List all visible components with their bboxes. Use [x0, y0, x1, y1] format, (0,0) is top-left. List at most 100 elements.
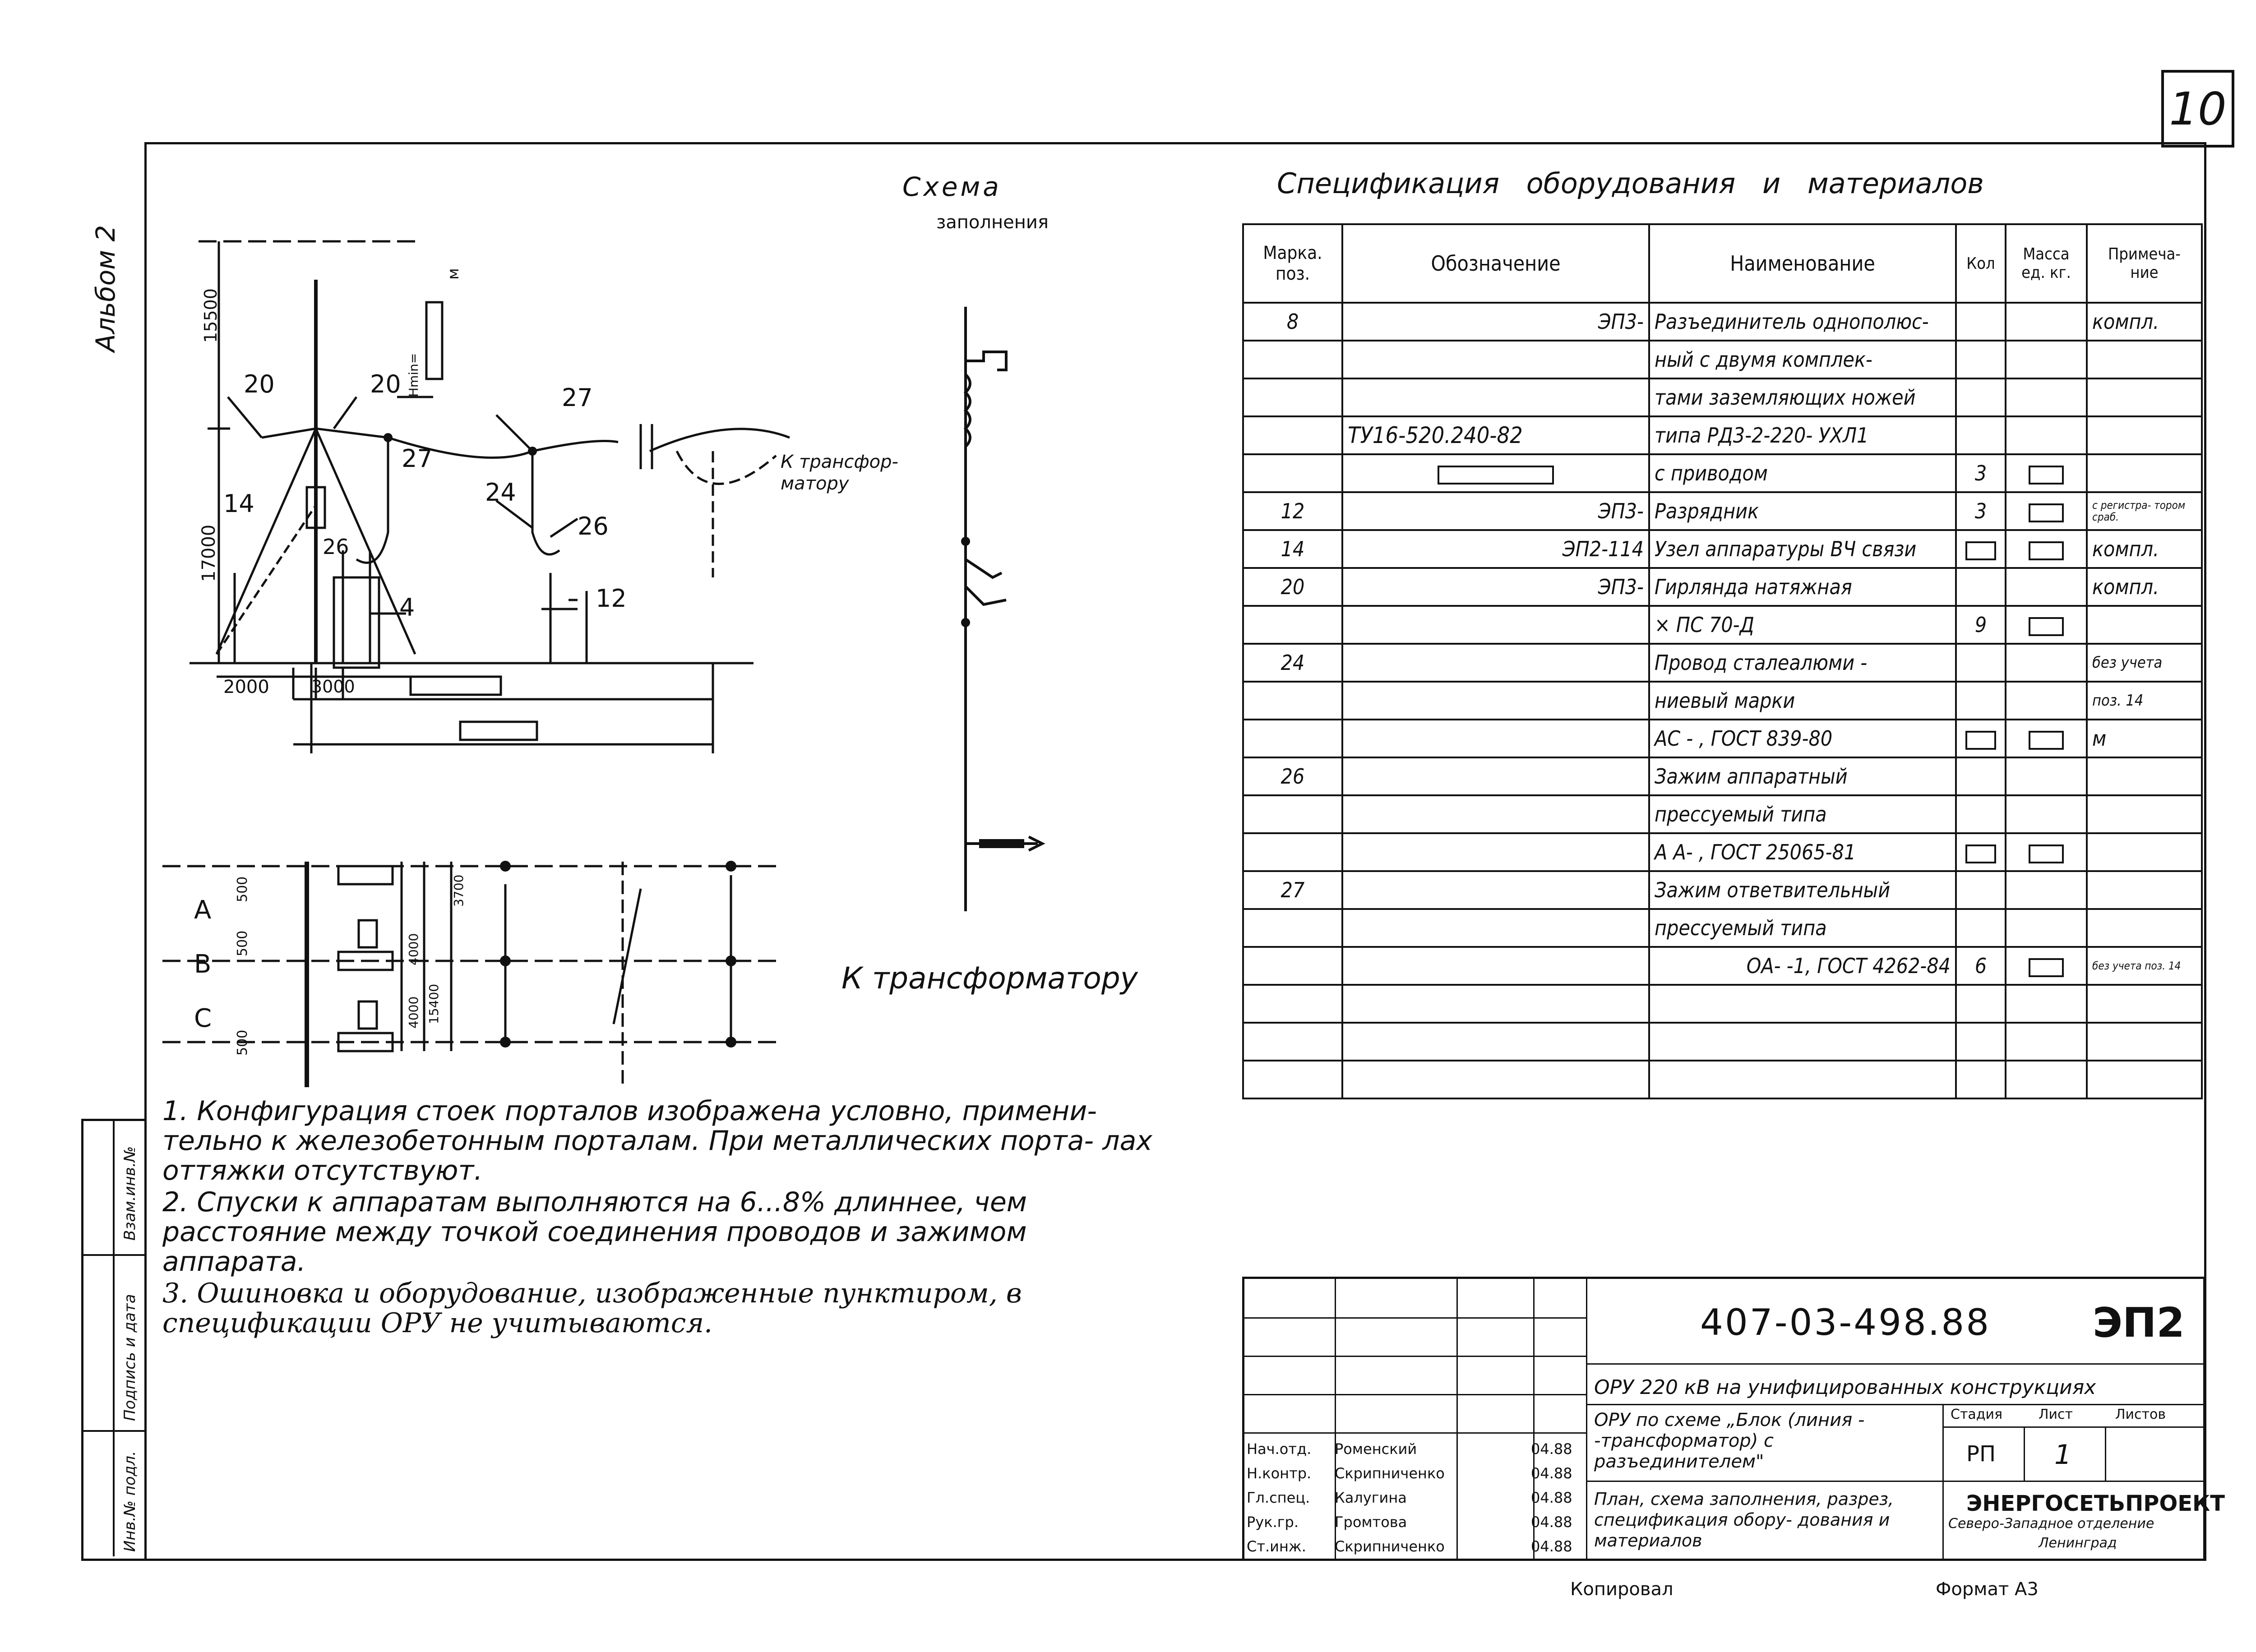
cell-pos [1242, 453, 1343, 493]
cell-qty [1955, 567, 2006, 607]
cell-pos [1242, 605, 1343, 645]
cell-name: прессуемый типа [1648, 908, 1957, 948]
dim-3000: 3000 [311, 677, 355, 697]
cell-mass [2005, 908, 2088, 948]
cell-qty [1955, 378, 2006, 417]
pos-4: 4 [399, 593, 415, 622]
to-transformer-short: К трансфор- матору [781, 452, 898, 494]
cell-pos [1242, 946, 1343, 986]
album-label: Альбом 2 [90, 225, 121, 352]
cell-mass [2005, 302, 2088, 341]
spec-row: тами заземляющих ножей [1242, 378, 2203, 417]
cell-code [1341, 643, 1650, 683]
cell-note [2086, 1060, 2203, 1099]
spec-row: А А- , ГОСТ 25065-81 [1242, 832, 2203, 872]
signer-role: Ст.инж. [1247, 1538, 1306, 1555]
tb-col-line [1335, 1279, 1336, 1559]
cell-note [2086, 340, 2203, 379]
cell-name: Гирлянда натяжная [1648, 567, 1957, 607]
cell-mass [2005, 605, 2088, 645]
blank-field [1965, 541, 1996, 560]
cell-qty [1955, 832, 2006, 872]
cell-note: компл. [2086, 529, 2203, 569]
col-header-name: Наименование [1648, 223, 1957, 304]
cell-note [2086, 832, 2203, 872]
stage-value: РП [1966, 1441, 1996, 1467]
note-2: 2. Спуски к аппаратам выполняются на 6..… [162, 1186, 1027, 1278]
cell-qty: 6 [1955, 946, 2006, 986]
signer-role: Гл.спец. [1247, 1489, 1310, 1506]
cell-mass [2005, 832, 2088, 872]
spec-row [1242, 984, 2203, 1024]
cell-note: без учета поз. 14 [2086, 946, 2203, 986]
cell-code: ЭП3- [1341, 567, 1650, 607]
cell-mass [2005, 757, 2088, 796]
cell-note: поз. 14 [2086, 681, 2203, 720]
cell-name: ОА- -1, ГОСТ 4262-84 [1648, 946, 1957, 986]
signer-role: Нач.отд. [1247, 1440, 1312, 1458]
cell-pos [1242, 908, 1343, 948]
blank-field [1438, 465, 1554, 485]
spec-row [1242, 1060, 2203, 1099]
cell-name: Провод сталеалюми - [1648, 643, 1957, 683]
stamp-sign-date: Подпись и дата [121, 1294, 139, 1421]
single-line-scheme [961, 307, 1045, 911]
cell-pos [1242, 832, 1343, 872]
left-stamp-line-1 [81, 1254, 144, 1256]
cell-mass [2005, 453, 2088, 493]
note-1: 1. Конфигурация стоек порталов изображен… [162, 1095, 1152, 1186]
phase-c: C [194, 1004, 212, 1033]
cell-note [2086, 794, 2203, 834]
sheets-label: Листов [2115, 1407, 2166, 1422]
note-3: 3. Ошиновка и оборудование, изображенные… [162, 1278, 1022, 1339]
col-header-qty: Кол [1955, 223, 2006, 304]
cell-code: ЭП2-114 [1341, 529, 1650, 569]
cell-code [1341, 340, 1650, 379]
sheet-value: 1 [2054, 1439, 2072, 1471]
cell-pos: 12 [1242, 491, 1343, 531]
cell-mass [2005, 946, 2088, 986]
cell-pos [1242, 1060, 1343, 1099]
doc-code: 407-03-498.88 [1700, 1301, 1991, 1343]
blank-field [2029, 503, 2064, 522]
cell-code [1341, 681, 1650, 720]
cell-mass [2005, 415, 2088, 455]
cell-qty [1955, 1022, 2006, 1061]
cell-code [1341, 719, 1650, 758]
cell-code [1341, 1022, 1650, 1061]
dim-2000: 2000 [223, 677, 269, 697]
pos-20b: 20 [370, 370, 401, 398]
sheet-code: ЭП2 [2093, 1299, 2185, 1347]
tb-col-line [1456, 1279, 1458, 1559]
dim-15400: 15400 [426, 983, 441, 1024]
cell-pos: 26 [1242, 757, 1343, 796]
cell-name: ниевый марки [1648, 681, 1957, 720]
cell-pos [1242, 415, 1343, 455]
title-block: 407-03-498.88 ЭП2 ОРУ 220 кВ на унифицир… [1242, 1277, 2225, 1561]
spec-row: ный с двумя комплек- [1242, 340, 2203, 379]
cell-note [2086, 870, 2203, 910]
cell-qty [1955, 1060, 2006, 1099]
cell-name: Зажим ответвительный [1648, 870, 1957, 910]
tb-sheets-col [2106, 1428, 2203, 1482]
cell-name [1648, 1060, 1957, 1099]
pos-26b: 26 [578, 512, 609, 540]
blank-field [2029, 730, 2064, 750]
blank-field [2029, 541, 2064, 560]
cell-note: с регистра- тором сраб. [2086, 491, 2203, 531]
phase-b: B [194, 950, 212, 979]
cell-name: АС - , ГОСТ 839-80 [1648, 719, 1957, 758]
tb-col-line [1533, 1279, 1535, 1559]
signer-date: 04.88 [1531, 1538, 1572, 1555]
blank-field [2029, 465, 2064, 485]
cell-mass [2005, 643, 2088, 683]
cell-code: ЭП3- [1341, 302, 1650, 341]
cell-qty [1955, 870, 2006, 910]
cell-name: прессуемый типа [1648, 794, 1957, 834]
signer-name: Калугина [1335, 1489, 1407, 1506]
blank-field [1965, 730, 1996, 750]
cell-name: Разъединитель однополюс- [1648, 302, 1957, 341]
